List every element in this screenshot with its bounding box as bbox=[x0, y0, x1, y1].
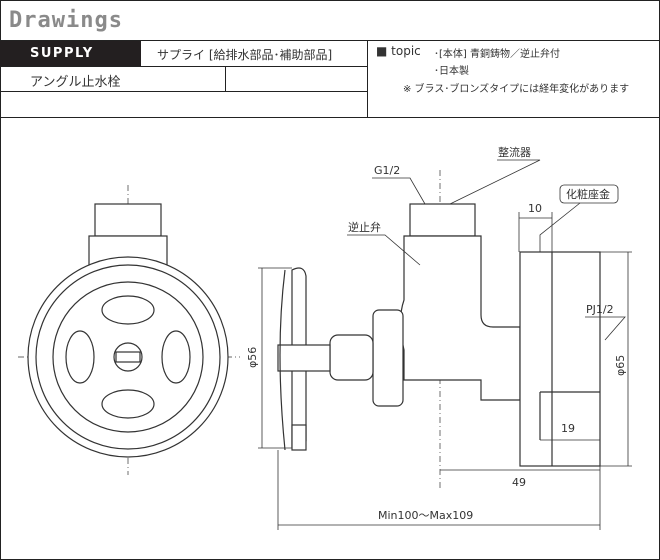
category-name: サプライ [給排水部品･補助部品] bbox=[157, 48, 333, 62]
label-g-thread: G1/2 bbox=[374, 164, 400, 177]
drawing-labels: G1/2 整流器 逆止弁 化粧座金 PJ1/2 10 19 49 Min100～… bbox=[246, 145, 627, 522]
divider bbox=[0, 117, 660, 118]
front-view bbox=[18, 185, 307, 475]
dim-49: 49 bbox=[512, 476, 526, 489]
topic-line: ･[本体] 青銅鋳物／逆止弁付 bbox=[434, 49, 560, 60]
label-pj-thread: PJ1/2 bbox=[586, 303, 614, 316]
divider bbox=[0, 66, 367, 67]
note: ※ ブラス･ブロンズタイプには経年変化があります bbox=[403, 84, 630, 95]
side-view bbox=[277, 170, 601, 490]
dim-10: 10 bbox=[528, 202, 542, 215]
divider bbox=[225, 66, 226, 91]
category-badge: SUPPLY bbox=[0, 41, 141, 66]
topic-label: ■ topic bbox=[376, 44, 421, 58]
dim-d65: φ65 bbox=[614, 355, 627, 376]
dim-length: Min100～Max109 bbox=[378, 509, 473, 522]
divider bbox=[0, 40, 660, 41]
label-aerator: 整流器 bbox=[498, 145, 531, 159]
product-name: アングル止水栓 bbox=[30, 75, 121, 90]
dim-19: 19 bbox=[561, 422, 575, 435]
dim-d56: φ56 bbox=[246, 347, 259, 368]
divider bbox=[0, 91, 367, 92]
page-title: Drawings bbox=[9, 8, 123, 33]
dimension-lines bbox=[258, 159, 632, 530]
label-escutcheon: 化粧座金 bbox=[566, 187, 610, 201]
label-check-valve: 逆止弁 bbox=[348, 220, 381, 234]
divider bbox=[367, 40, 368, 117]
topic-line: ･日本製 bbox=[434, 66, 469, 77]
